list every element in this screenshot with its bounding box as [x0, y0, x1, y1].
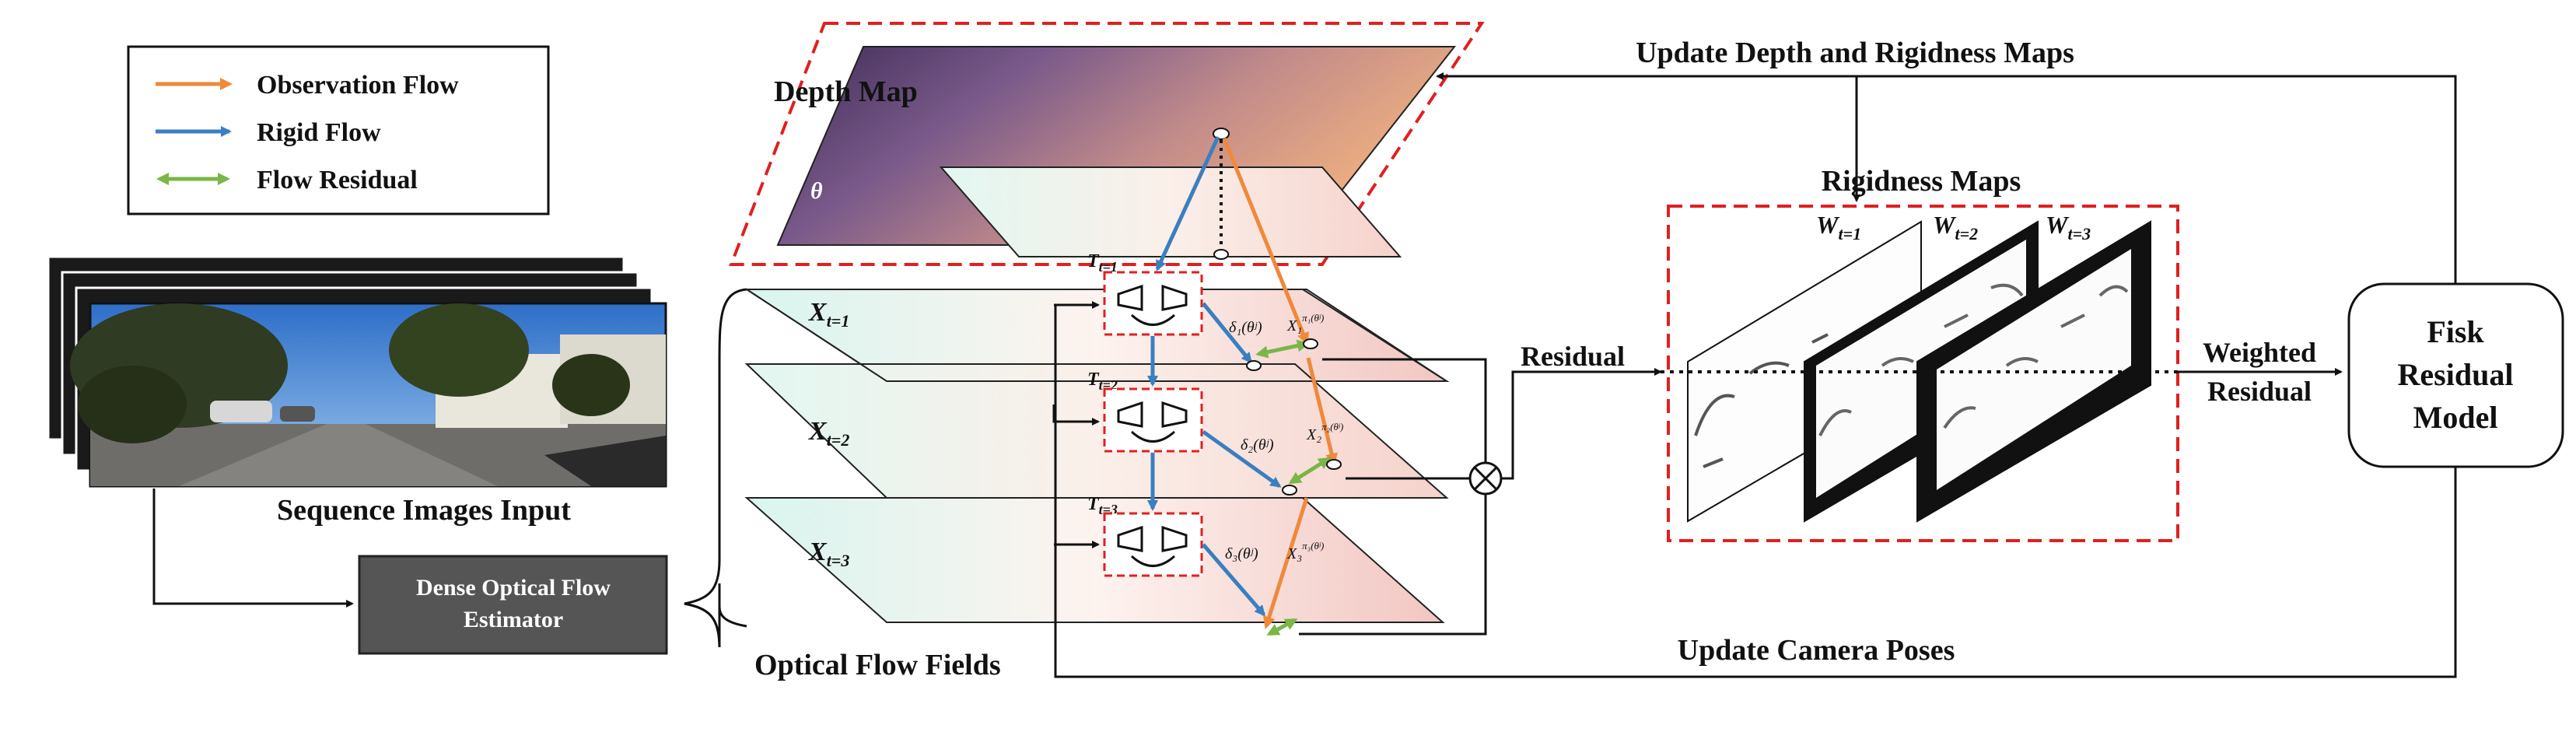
camera-pose-2: Tt=2	[1087, 370, 1203, 453]
optical-flow-fields-label: Optical Flow Fields	[754, 649, 1001, 681]
projection-point	[1213, 249, 1229, 260]
pose-label-t1: Tt=1	[1087, 251, 1118, 275]
otimes-to-rigidness-arrow	[1501, 368, 1662, 480]
depth-map-theta: θ	[810, 178, 823, 204]
curly-brace-lower	[684, 599, 747, 648]
flow-plane-3	[744, 497, 1445, 623]
sequence-image-stack: Sequence Images Input	[47, 255, 667, 527]
flow-point-2-obs	[1326, 459, 1342, 470]
flow-point-1-obs	[1303, 338, 1318, 349]
dense-optical-flow-estimator: Dense Optical Flow Estimator	[358, 555, 668, 655]
residual-label: Residual	[1521, 341, 1625, 372]
rigid-pose1-to-point1	[1202, 302, 1252, 364]
rigidness-label-w1: Wt=1	[1816, 211, 1861, 243]
plane2-to-pose2-arrow	[1052, 405, 1100, 426]
update-camera-label: Update Camera Poses	[1678, 634, 1955, 667]
depth-map-label: Depth Map	[774, 75, 918, 108]
delta-label-2: δ₂(θʲ)	[1241, 436, 1274, 454]
chi-label-2: X₂π₂(θʲ)	[1306, 421, 1343, 443]
fisk-label-line3: Model	[2413, 400, 2498, 435]
residual-arrow-2	[1288, 457, 1332, 485]
estimator-label-line2: Estimator	[464, 607, 563, 632]
legend: Observation Flow Rigid Flow Flow Residua…	[127, 45, 550, 215]
flow-plane-2	[744, 363, 1449, 499]
residual-line-1	[1322, 358, 1487, 471]
rigid-depth-to-pose1	[1155, 135, 1220, 271]
camera-icon	[1161, 525, 1188, 552]
camera-pose-3: Tt=3	[1087, 494, 1203, 577]
flow-label-x2: Xt=2	[808, 417, 849, 450]
delta-label-1: δ₁(θʲ)	[1229, 319, 1262, 336]
street-image-front	[70, 302, 667, 488]
flow-label-x1: Xt=1	[808, 298, 849, 331]
weighted-label-line1: Weighted	[2203, 337, 2316, 368]
rigidness-maps: Rigidness Maps Wt=1 Wt=2 Wt=3	[1661, 165, 2179, 542]
rigid-pose2-to-point2	[1202, 429, 1282, 489]
depth-point	[1213, 128, 1230, 140]
observation-point2-to-point3	[1262, 497, 1309, 629]
fisk-residual-model: Fisk Residual Model	[2347, 282, 2564, 468]
legend-residual-label: Flow Residual	[257, 166, 418, 194]
chi-label-1: X₁π₁(θʲ)	[1286, 312, 1324, 334]
observation-point1-to-point2	[1306, 357, 1338, 466]
camera-icon	[1117, 525, 1143, 552]
residual-arrow-3	[1266, 618, 1298, 636]
update-camera-feedback-arrow	[1054, 305, 2457, 678]
camera-pose-1: Tt=1	[1087, 251, 1203, 336]
flow-point-1	[1246, 360, 1262, 371]
weighted-label-line2: Residual	[2207, 376, 2312, 407]
rigidness-label-w2: Wt=2	[1933, 211, 1978, 243]
depth-map-dashed-frame	[729, 22, 1485, 266]
legend-observation-label: Observation Flow	[257, 71, 459, 100]
residual-arrow-1	[1255, 339, 1310, 359]
curly-brace	[684, 288, 747, 648]
update-depth-feedback-arrow	[1436, 72, 2457, 284]
delta-label-3: δ₃(θʲ)	[1225, 545, 1258, 562]
fisk-label-line2: Residual	[2398, 357, 2514, 392]
optical-flow-planes	[744, 289, 1450, 623]
estimator-label-line1: Dense Optical Flow	[416, 575, 611, 601]
sequence-input-label: Sequence Images Input	[277, 494, 571, 527]
flow-point-2	[1282, 485, 1297, 496]
rigidness-maps-label: Rigidness Maps	[1822, 165, 2021, 198]
observation-depth-to-point1	[1222, 138, 1309, 345]
legend-rigid-label: Rigid Flow	[257, 118, 381, 147]
stack-to-estimator-arrow	[152, 489, 354, 608]
camera-icon	[1117, 401, 1143, 428]
rigidness-label-w3: Wt=3	[2046, 211, 2091, 243]
residual-line-3	[1299, 494, 1487, 636]
camera-icon	[1161, 284, 1188, 311]
fisk-label-line1: Fisk	[2427, 314, 2484, 349]
camera-icon	[1117, 284, 1143, 311]
update-depth-label: Update Depth and Rigidness Maps	[1636, 37, 2074, 69]
flow-label-x3: Xt=3	[808, 538, 849, 570]
camera-icon	[1161, 401, 1188, 428]
chi-label-3: X₃π₃(θʲ)	[1286, 540, 1324, 562]
projection-plane	[939, 166, 1402, 257]
rigid-pose3-to-point3	[1202, 543, 1265, 617]
